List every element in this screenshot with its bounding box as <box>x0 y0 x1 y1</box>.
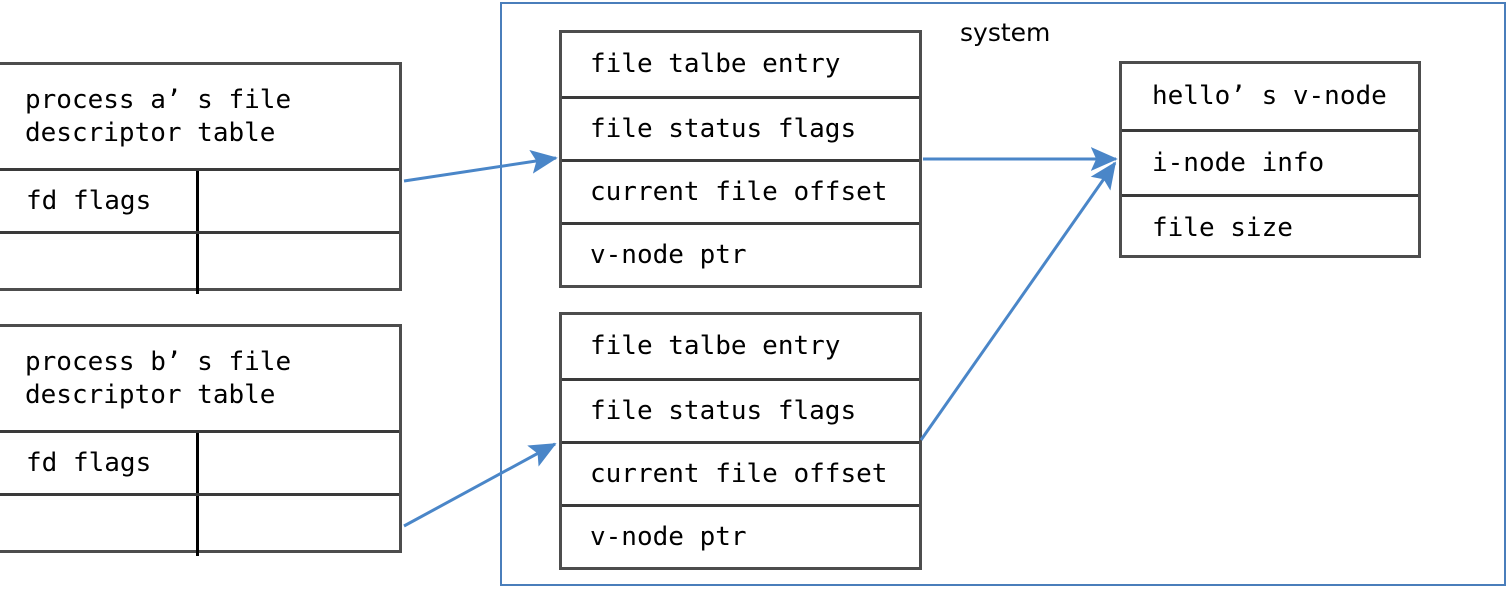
vnode-row-0-label: hello’ s v-node <box>1152 81 1387 112</box>
system-label: system <box>960 18 1051 47</box>
process-b-descriptor-table: process b’ s file descriptor table fd fl… <box>0 324 402 556</box>
file-a-row-1-label: file status flags <box>590 113 857 144</box>
file-table-entry-b: file talbe entry file status flags curre… <box>559 312 922 570</box>
vnode-row-1-label: i-node info <box>1152 147 1325 178</box>
vnode-row-0[interactable]: hello’ s v-node <box>1122 64 1418 129</box>
file-b-row-0-label: file talbe entry <box>590 331 841 362</box>
file-a-row-0-label: file talbe entry <box>590 49 841 80</box>
file-a-row-3-label: v-node ptr <box>590 239 747 270</box>
file-a-row-0[interactable]: file talbe entry <box>562 33 919 96</box>
process-a-row-1-right <box>199 234 399 294</box>
process-a-row-0[interactable]: fd flags <box>0 168 399 231</box>
process-a-row-1[interactable] <box>0 231 399 294</box>
process-a-descriptor-table: process a’ s file descriptor table fd fl… <box>0 62 402 294</box>
system-container <box>500 2 1506 586</box>
process-b-row-1-left <box>0 496 199 556</box>
process-b-title: process b’ s file descriptor table <box>25 347 292 410</box>
process-b-row-0-label: fd flags <box>26 447 152 478</box>
process-a-row-1-left <box>0 234 199 294</box>
process-b-row-0-left: fd flags <box>0 433 199 493</box>
file-a-row-2[interactable]: current file offset <box>562 159 919 222</box>
file-b-row-3-label: v-node ptr <box>590 521 747 552</box>
vnode-row-2-label: file size <box>1152 212 1293 243</box>
vnode-row-2[interactable]: file size <box>1122 194 1418 259</box>
process-b-row-1-right <box>199 496 399 556</box>
file-a-row-2-label: current file offset <box>590 176 888 207</box>
file-b-row-1[interactable]: file status flags <box>562 378 919 441</box>
file-b-row-3[interactable]: v-node ptr <box>562 504 919 567</box>
hello-vnode-table: hello’ s v-node i-node info file size <box>1119 61 1421 258</box>
vnode-row-1[interactable]: i-node info <box>1122 129 1418 194</box>
file-b-row-1-label: file status flags <box>590 395 857 426</box>
process-a-row-0-label: fd flags <box>26 185 152 216</box>
process-b-row-0-right <box>199 433 399 493</box>
file-b-row-0[interactable]: file talbe entry <box>562 315 919 378</box>
process-a-row-0-left: fd flags <box>0 171 199 231</box>
process-b-row-1[interactable] <box>0 493 399 556</box>
process-a-title: process a’ s file descriptor table <box>25 85 292 148</box>
process-b-table-header: process b’ s file descriptor table <box>0 327 399 430</box>
file-b-row-2[interactable]: current file offset <box>562 441 919 504</box>
file-a-row-1[interactable]: file status flags <box>562 96 919 159</box>
file-b-row-2-label: current file offset <box>590 458 888 489</box>
process-b-row-0[interactable]: fd flags <box>0 430 399 493</box>
process-a-table-header: process a’ s file descriptor table <box>0 65 399 168</box>
file-a-row-3[interactable]: v-node ptr <box>562 222 919 285</box>
file-table-entry-a: file talbe entry file status flags curre… <box>559 30 922 288</box>
process-a-row-0-right <box>199 171 399 231</box>
